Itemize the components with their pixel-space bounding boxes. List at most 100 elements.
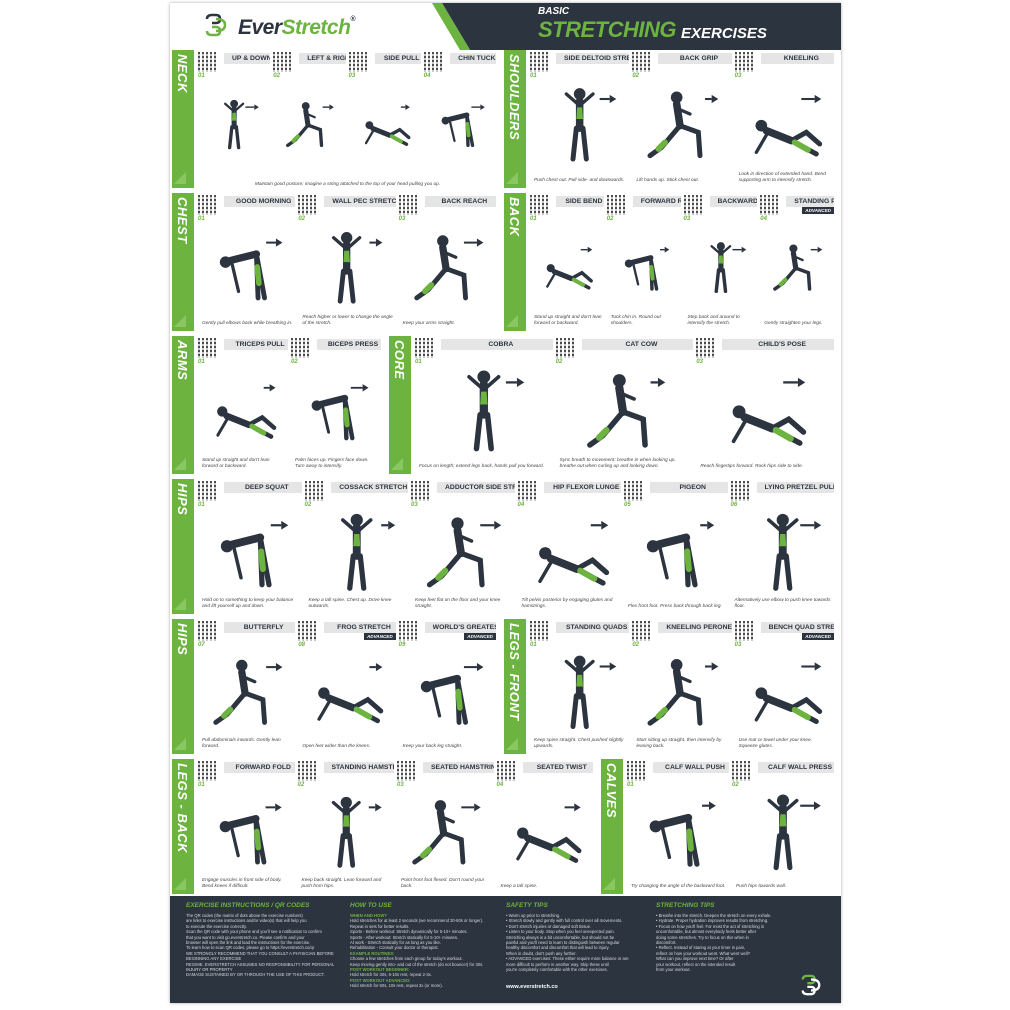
exercise-illustration: [739, 507, 827, 596]
qr-code-icon[interactable]: [198, 195, 218, 215]
qr-code-icon[interactable]: [696, 338, 717, 358]
section-label: NECK: [175, 54, 190, 93]
qr-code-icon[interactable]: [198, 481, 218, 501]
qr-code-icon[interactable]: [555, 338, 576, 358]
qr-code-icon[interactable]: [291, 338, 311, 358]
exercise-card[interactable]: FORWARD REACH02Tuck chin in. Round out s…: [606, 195, 681, 329]
qr-code-icon[interactable]: [530, 52, 550, 72]
qr-code-icon[interactable]: [304, 481, 325, 501]
stretch-figure-icon: [311, 384, 369, 441]
exercise-card[interactable]: BENCH QUAD STRETCH03ADVANCEDUse mat or t…: [734, 621, 834, 752]
qr-code-icon[interactable]: [298, 195, 319, 215]
exercise-number: 01: [198, 216, 205, 222]
qr-code-icon[interactable]: [411, 481, 431, 501]
exercise-card[interactable]: ADDUCTOR SIDE STRETCH03Keep feet flat on…: [411, 481, 515, 612]
footer-line: Hold stretch for 60s, 10s rest, repeat 3…: [350, 983, 443, 989]
exercise-number: 04: [423, 73, 431, 79]
qr-code-icon[interactable]: [627, 761, 647, 781]
qr-code-icon[interactable]: [517, 481, 538, 501]
qr-code-icon[interactable]: [730, 481, 751, 501]
qr-code-icon[interactable]: [732, 761, 752, 781]
qr-code-icon[interactable]: [415, 338, 435, 358]
exercise-card[interactable]: BACKWARD PULL03Step back and around to i…: [683, 195, 758, 329]
qr-code-icon[interactable]: [632, 52, 653, 72]
stretch-figure-icon: [537, 520, 609, 586]
qr-code-icon[interactable]: [734, 621, 755, 641]
exercise-name: COSSACK STRETCH: [339, 484, 408, 491]
qr-code-icon[interactable]: [297, 761, 318, 781]
exercise-title-bar: [330, 482, 408, 493]
footer-url[interactable]: www.everstretch.co: [506, 984, 558, 990]
exercise-card[interactable]: LEFT & RIGHT02: [273, 52, 346, 186]
footer-line: • Breathe into the stretch. Deepen the s…: [656, 913, 772, 918]
exercise-card[interactable]: SIDE DELTOID STRETCH01Push chest out. Pu…: [530, 52, 630, 186]
qr-code-icon[interactable]: [606, 195, 627, 215]
exercise-card[interactable]: STANDING PULL04ADVANCEDGently straighten…: [760, 195, 834, 329]
footer-line: What can you improve next time? Or after: [656, 956, 734, 962]
qr-code-icon[interactable]: [397, 761, 417, 781]
qr-code-icon[interactable]: [683, 195, 704, 215]
footer-line: To learn how to scan QR codes, please go…: [186, 945, 315, 951]
exercise-card[interactable]: STANDING HAMSTRING02Keep back straight. …: [297, 761, 394, 892]
qr-code-icon[interactable]: [734, 52, 755, 72]
exercise-card[interactable]: WORLD'S GREATEST STRETCH09ADVANCEDKeep y…: [398, 621, 496, 752]
qr-code-icon[interactable]: [198, 621, 218, 641]
qr-code-icon[interactable]: [398, 621, 419, 641]
qr-code-icon[interactable]: [423, 52, 444, 72]
exercise-card[interactable]: SEATED HAMSTRING03Point front foot flexe…: [397, 761, 494, 892]
qr-code-icon[interactable]: [198, 761, 218, 781]
qr-code-icon[interactable]: [624, 481, 644, 501]
exercise-title-bar: [556, 196, 604, 207]
stretch-figure-icon: [564, 655, 617, 729]
exercise-title-bar: [709, 196, 758, 207]
exercise-card[interactable]: KNEELING PERONEAL02Start sitting up stra…: [632, 621, 732, 752]
section-tab-arrow-icon: [506, 315, 518, 327]
advanced-badge: ADVANCED: [363, 633, 396, 640]
footer-line: The QR codes (the matrix of dots above t…: [186, 913, 303, 918]
footer-line: EXAMPLE ROUTINES:: [350, 950, 395, 956]
qr-code-icon[interactable]: [198, 338, 218, 358]
qr-code-icon[interactable]: [273, 52, 294, 72]
exercise-illustration: [405, 787, 486, 876]
qr-code-icon[interactable]: [496, 761, 517, 781]
exercise-caption: Gently pull elbows back while breathing …: [202, 321, 293, 326]
qr-code-icon[interactable]: [632, 621, 653, 641]
qr-code-icon[interactable]: [348, 52, 369, 72]
qr-code-icon[interactable]: [530, 621, 550, 641]
qr-code-icon[interactable]: [198, 52, 218, 72]
qr-code-icon[interactable]: [760, 195, 781, 215]
qr-code-icon[interactable]: [298, 621, 319, 641]
footer-line: to execute the exercise correctly.: [186, 923, 247, 929]
qr-code-icon[interactable]: [530, 195, 550, 215]
section-tab-hips1: HIPS: [172, 479, 194, 614]
qr-code-icon[interactable]: [398, 195, 419, 215]
footer-line: more difficult to perform in another way…: [506, 961, 609, 967]
